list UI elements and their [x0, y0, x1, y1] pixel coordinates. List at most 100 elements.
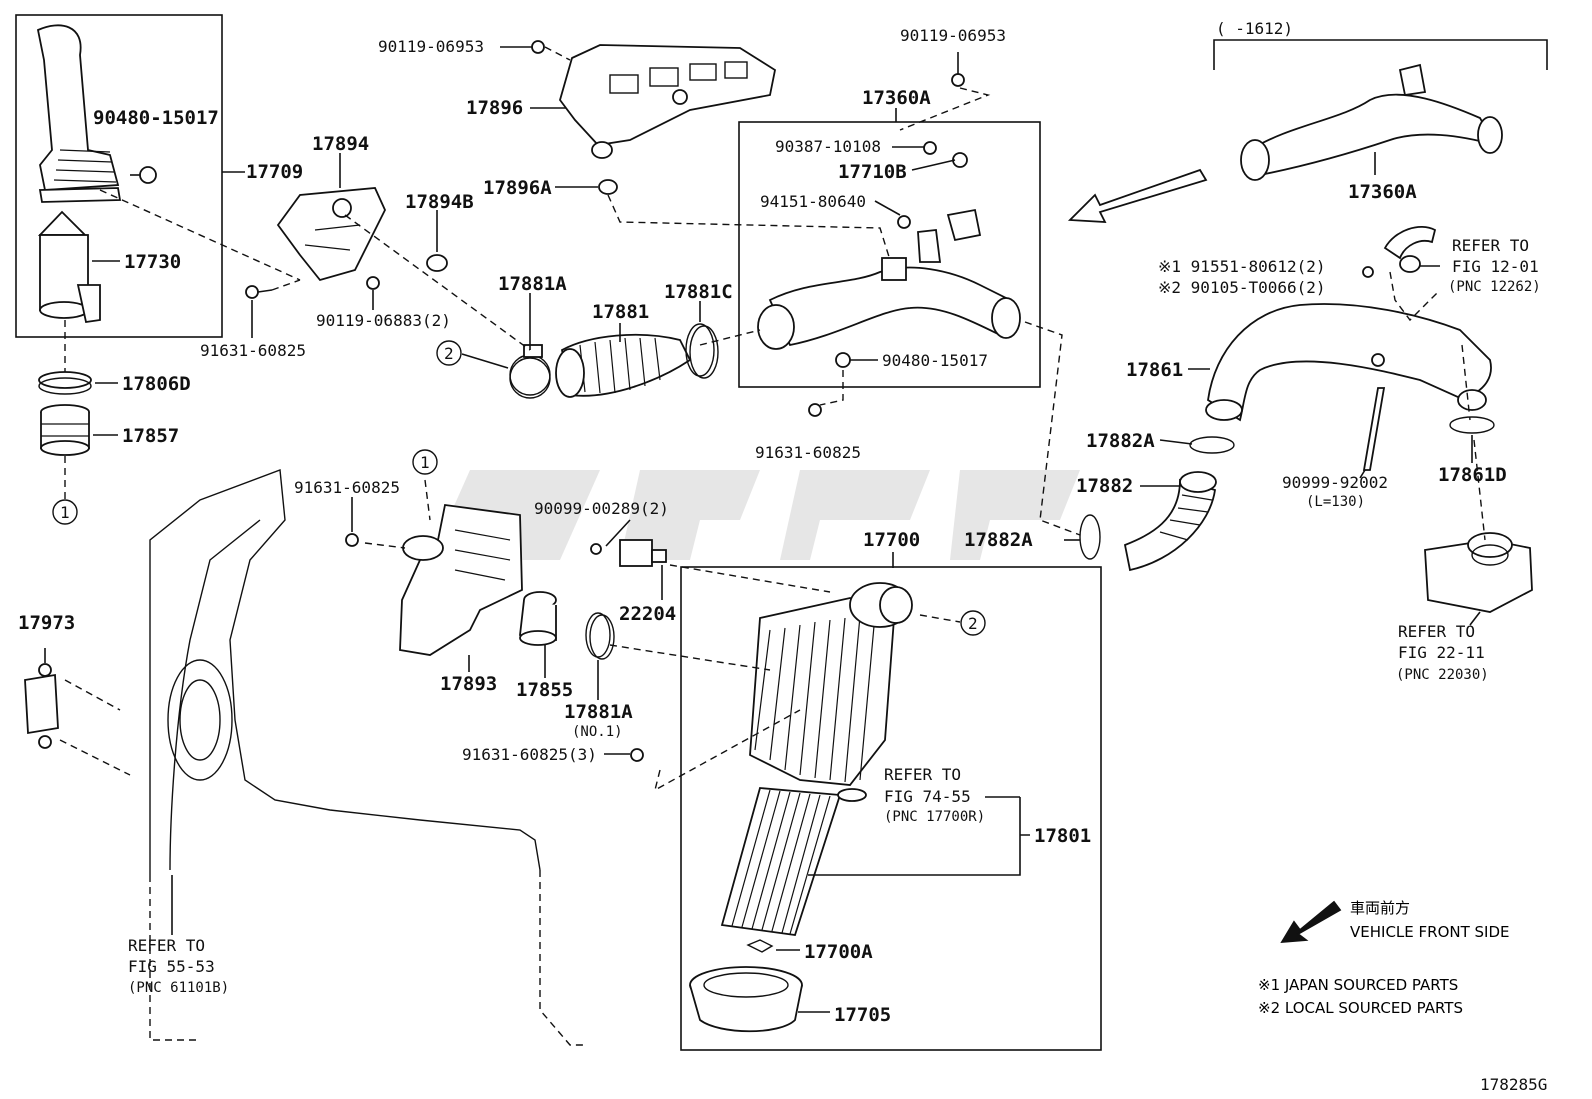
element-17730-drawing: [37, 210, 101, 324]
label-17894B: 17894B: [405, 191, 474, 213]
callout-2-b: 2: [968, 614, 978, 633]
bolt-91631-a-drawing: [245, 285, 273, 299]
label-17710B: 17710B: [838, 161, 907, 183]
hose-ref12-drawing: [1383, 226, 1437, 273]
label-17857: 17857: [122, 425, 179, 447]
label-90999-length: (L=130): [1306, 494, 1365, 510]
label-17881C: 17881C: [664, 281, 733, 303]
clamp-17881A-a-drawing: [509, 344, 551, 399]
bracket-17973-drawing: [24, 663, 59, 749]
throttle-body-drawing: [1424, 532, 1533, 613]
bolt-91631-c-drawing: [345, 533, 359, 547]
air-cleaner-case-drawing: [749, 582, 913, 786]
note-local-sourced: ※2 LOCAL SOURCED PARTS: [1258, 999, 1463, 1017]
labels: 90480-15017 17709 17730 17806D 17857 1 1…: [18, 19, 1547, 1094]
clip-17896A-drawing: [598, 179, 618, 195]
label-91551-80612: ※1 91551-80612(2): [1158, 257, 1326, 276]
dashed-assembly-lines: [59, 46, 1486, 792]
fender-panel-drawing: [149, 469, 585, 1046]
ref22-line3: (PNC 22030): [1396, 667, 1489, 683]
screw-90099-drawing: [590, 543, 602, 555]
bolt-90119-06953-b-drawing: [951, 73, 965, 87]
label-17882: 17882: [1076, 475, 1133, 497]
label-90099-00289: 90099-00289(2): [534, 499, 669, 518]
label-91631-60825-a: 91631-60825: [200, 341, 306, 360]
label-17861: 17861: [1126, 359, 1183, 381]
filter-17801-drawing: [720, 787, 867, 936]
clamp-17882A-a-drawing: [1189, 436, 1235, 454]
clip-17710B-drawing: [952, 152, 968, 168]
label-17896A: 17896A: [483, 177, 552, 199]
clamp-17882A-b-drawing: [1079, 514, 1101, 560]
label-17700: 17700: [863, 529, 920, 551]
ref12-line3: (PNC 12262): [1448, 279, 1541, 295]
pipe-17360A-b-drawing: [1240, 63, 1503, 181]
ref55-line1: REFER TO: [128, 936, 205, 955]
label-90999-92002: 90999-92002: [1282, 473, 1388, 492]
sensor-22204-drawing: [619, 539, 667, 567]
tube-90999-drawing: [1362, 387, 1386, 471]
sleeve-17857-drawing: [40, 404, 90, 456]
label-91631-60825-3: 91631-60825(3): [462, 745, 597, 764]
clamp-17894B-drawing: [426, 254, 448, 272]
sleeve-17855-drawing: [519, 591, 557, 646]
label-17894: 17894: [312, 133, 369, 155]
hose-17882-drawing: [1123, 471, 1217, 572]
label-90119-06953-b: 90119-06953: [900, 26, 1006, 45]
duct-17893-drawing: [399, 503, 523, 656]
label-90119-06883: 90119-06883(2): [316, 311, 451, 330]
bolt-91551-drawing: [1362, 266, 1374, 278]
label-17360A-a: 17360A: [862, 87, 931, 109]
callout-2-a: 2: [444, 344, 454, 363]
label-17882A-b: 17882A: [964, 529, 1033, 551]
ref12-line2: FIG 12-01: [1452, 257, 1539, 276]
label-17709: 17709: [246, 161, 303, 183]
label-17806D: 17806D: [122, 373, 191, 395]
group-box-17709: [15, 14, 223, 338]
label-91631-60825-b: 91631-60825: [755, 443, 861, 462]
callout-circles: [52, 340, 986, 636]
callout-1-b: 1: [420, 453, 430, 472]
ring-17806D-drawing: [38, 371, 92, 395]
clip-17700A-drawing: [746, 939, 774, 953]
bracket-small-drawing: [946, 208, 982, 242]
bolt-91631-b-drawing: [808, 403, 822, 417]
ref74-line2: FIG 74-55: [884, 787, 971, 806]
bracket-17894-drawing: [276, 187, 386, 282]
serial-range: ( -1612): [1216, 19, 1293, 38]
snorkel-duct-drawing: [36, 24, 122, 203]
clip-90480-drawing: [139, 166, 157, 184]
label-17730: 17730: [124, 251, 181, 273]
duct-17861-drawing: [1205, 303, 1492, 422]
clamp-17861D-drawing: [1449, 416, 1495, 434]
bolt-94151-drawing: [897, 215, 911, 229]
label-17881A-b: 17881A: [564, 701, 633, 723]
label-17861D: 17861D: [1438, 464, 1507, 486]
label-90387-10108: 90387-10108: [775, 137, 881, 156]
leader-lines: [44, 46, 1481, 1013]
label-17882A-a: 17882A: [1086, 430, 1155, 452]
cover-17896-drawing: [559, 44, 777, 159]
ref22-line2: FIG 22-11: [1398, 643, 1485, 662]
label-17801: 17801: [1034, 825, 1091, 847]
label-17893: 17893: [440, 673, 497, 695]
orientation-en: VEHICLE FRONT SIDE: [1350, 923, 1510, 941]
figure-code: 178285G: [1480, 1075, 1547, 1094]
label-17700A: 17700A: [804, 941, 873, 963]
label-17881A-b-sub: (NO.1): [572, 724, 623, 740]
clamp-17881C-drawing: [685, 323, 719, 379]
ref55-line2: FIG 55-53: [128, 957, 215, 976]
group-box-17700: [680, 566, 1102, 1051]
label-94151-80640: 94151-80640: [760, 192, 866, 211]
label-91631-60825-c: 91631-60825: [294, 478, 400, 497]
clamp-17881A-b-drawing: [585, 612, 615, 660]
ref74-line1: REFER TO: [884, 765, 961, 784]
group-box-17360A: [738, 121, 1041, 388]
serial-bracket: [1213, 39, 1548, 70]
label-17896: 17896: [466, 97, 523, 119]
label-17705: 17705: [834, 1004, 891, 1026]
label-17855: 17855: [516, 679, 573, 701]
label-17881: 17881: [592, 301, 649, 323]
orientation-jp: 車両前方: [1350, 899, 1410, 917]
